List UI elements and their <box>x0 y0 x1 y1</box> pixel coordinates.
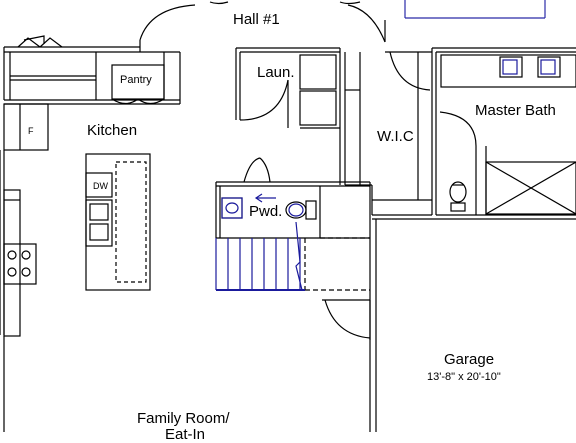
fridge-label: F <box>28 126 34 136</box>
master-bath-label: Master Bath <box>475 102 556 119</box>
laundry-label: Laun. <box>257 64 295 81</box>
stair-landing <box>304 237 370 291</box>
stove-burners <box>7 250 31 277</box>
garage <box>322 182 377 432</box>
wic-label: W.I.C <box>377 128 414 145</box>
garage-dimensions: 13'-8" x 20'-10" <box>427 371 501 383</box>
floor-plan <box>0 0 576 432</box>
pantry <box>111 51 181 105</box>
family-room-label-2: Eat-In <box>165 426 206 443</box>
family-room-label: Family Room/ <box>137 410 230 427</box>
upper-left-closet <box>3 35 180 105</box>
laundry-room <box>235 47 340 129</box>
garage-label: Garage <box>444 351 495 368</box>
upper-right-window <box>404 0 546 19</box>
kitchen <box>0 103 151 337</box>
hall-doors <box>139 1 386 52</box>
staircase <box>215 59 556 291</box>
walk-in-closet <box>339 48 433 216</box>
hall-label: Hall #1 <box>233 11 280 28</box>
kitchen-label: Kitchen <box>87 122 138 139</box>
master-bath <box>372 47 576 220</box>
powder-room-label: Pwd. <box>249 203 283 220</box>
pantry-label: Pantry <box>120 74 152 86</box>
dishwasher-label: DW <box>93 181 108 191</box>
